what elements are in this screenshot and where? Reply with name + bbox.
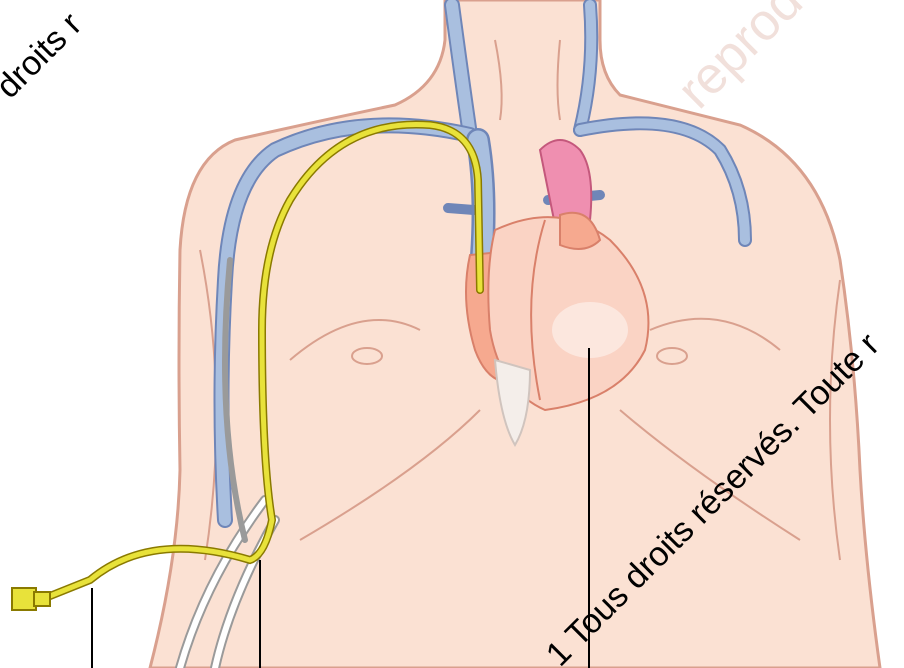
catheter-hub-icon [12,588,50,610]
watermark-top-left: droits r [0,5,89,105]
